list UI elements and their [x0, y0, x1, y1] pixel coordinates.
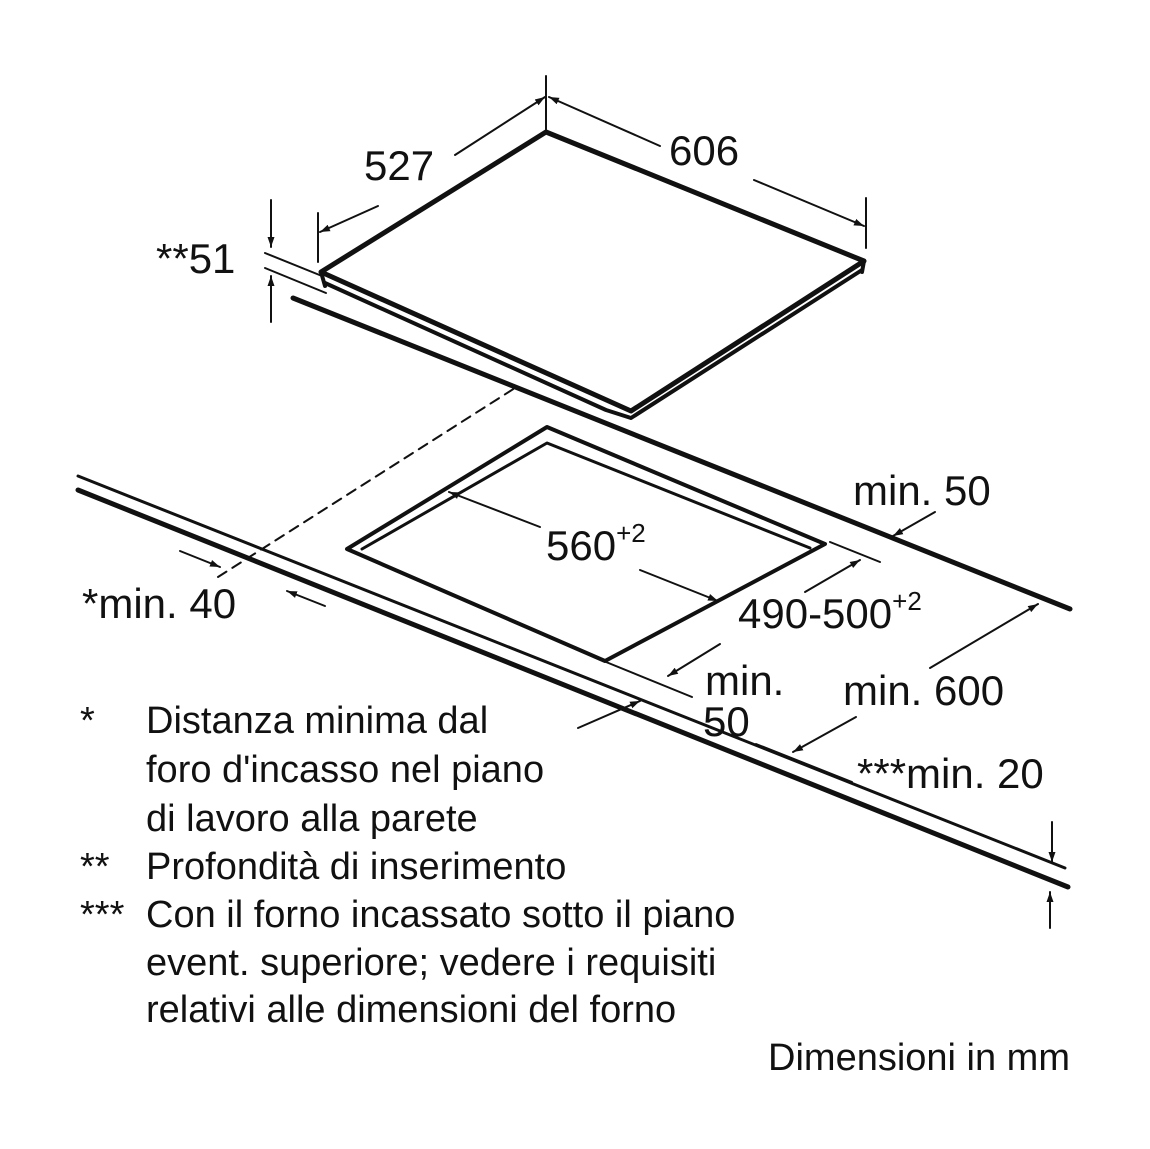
dimension-labels: 606 527 **51 560+2 490-500+2 min. 50 *mi…	[82, 127, 1044, 797]
dim-527-arrow-top	[454, 96, 546, 156]
footnotes: * Distanza minima dal foro d'incasso nel…	[80, 700, 1070, 1079]
hob-appliance	[318, 129, 867, 420]
dim-606-arrow-left	[548, 96, 661, 147]
dim-560-arrow-right	[639, 569, 719, 602]
note-1-marker: *	[80, 700, 95, 742]
cutout-inner-wall	[360, 441, 812, 551]
note-2-marker: **	[80, 846, 110, 888]
dim-490-ext-right	[829, 541, 881, 563]
note-2-line-1: Profondità di inserimento	[146, 846, 566, 888]
dim-min50-back-arrow	[892, 511, 936, 537]
label-560: 560+2	[546, 518, 646, 569]
label-490-500-tolerance: +2	[892, 586, 922, 616]
label-min600: min. 600	[843, 667, 1004, 714]
dim-min40-arrow-left	[179, 550, 221, 568]
cutout-outline	[345, 425, 827, 663]
label-490-500-value: 490-500	[738, 590, 892, 637]
countertop	[75, 295, 1073, 890]
dim-51-ext-top	[264, 252, 323, 277]
label-606: 606	[669, 127, 739, 174]
dimension-lines	[179, 75, 1056, 929]
label-min50-front-a: min.	[705, 657, 784, 704]
note-1-line-3: di lavoro alla parete	[146, 798, 478, 840]
dim-606-arrow-right	[753, 179, 865, 227]
dim-min600-arrow-top	[929, 603, 1039, 669]
hob-side-right	[860, 259, 866, 274]
label-min40: *min. 40	[82, 580, 236, 627]
hob-side-left	[319, 270, 327, 288]
dim-min50-front-arrow	[577, 700, 641, 729]
hob-bottom-edge	[323, 268, 864, 420]
dim-51-ext-bottom	[264, 267, 327, 294]
note-1-line-1: Distanza minima dal	[146, 700, 488, 742]
label-min50-front-b: 50	[703, 698, 750, 745]
cutout-position-dashed	[217, 387, 516, 578]
countertop-cutout	[345, 425, 827, 663]
label-527: 527	[364, 142, 434, 189]
units-note: Dimensioni in mm	[768, 1037, 1070, 1079]
dim-min600-ext	[755, 743, 853, 783]
countertop-front-edge-top	[76, 474, 1067, 870]
label-560-value: 560	[546, 522, 616, 569]
dim-527-arrow-bottom	[319, 205, 379, 233]
note-3-line-1: Con il forno incassato sotto il piano	[146, 894, 735, 936]
label-560-tolerance: +2	[616, 518, 646, 548]
countertop-back-edge	[290, 295, 1073, 612]
dim-490-ext-front	[605, 661, 693, 698]
note-3-line-2: event. superiore; vedere i requisiti	[146, 942, 716, 984]
hob-top-outline	[318, 129, 867, 414]
note-3-line-3: relativi alle dimensioni del forno	[146, 989, 676, 1031]
note-1-line-2: foro d'incasso nel piano	[146, 749, 544, 791]
dim-490-arrow-back	[804, 559, 861, 593]
label-51: **51	[156, 235, 235, 282]
dim-490-arrow-front	[667, 643, 721, 677]
note-3-marker: ***	[80, 894, 125, 936]
label-490-500: 490-500+2	[738, 586, 922, 637]
label-min20: ***min. 20	[857, 750, 1044, 797]
dim-min600-arrow-bottom	[792, 716, 857, 753]
dim-min40-arrow-right	[286, 590, 326, 607]
countertop-front-edge-bottom	[75, 487, 1071, 890]
dim-560-arrow-left	[448, 491, 541, 528]
label-min50-back: min. 50	[853, 467, 991, 514]
